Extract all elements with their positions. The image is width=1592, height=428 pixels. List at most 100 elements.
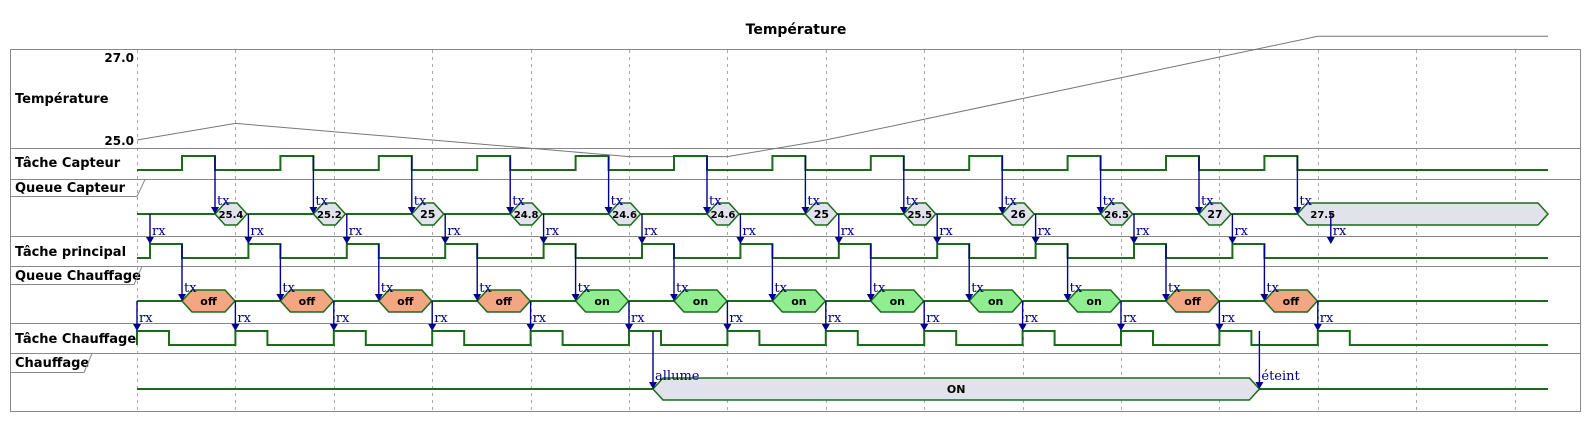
queue-capteur-value-label: 26.5 <box>1104 210 1129 221</box>
arrow-head <box>1293 207 1302 214</box>
arrow-head <box>866 294 875 301</box>
message-label: tx <box>1201 194 1214 209</box>
arrow-head <box>506 207 515 214</box>
message-label: tx <box>807 194 820 209</box>
queue-capteur-value-label: 27.5 <box>1310 210 1335 221</box>
message-label: tx <box>1103 194 1116 209</box>
arrow-head <box>309 207 318 214</box>
queue-capteur-value-label: 25.2 <box>317 210 342 221</box>
queue-chauffage-value-label: on <box>594 295 609 308</box>
arrow-head <box>539 237 548 244</box>
arrow-head <box>899 207 908 214</box>
message-label: tx <box>971 281 984 296</box>
arrow-head <box>933 237 942 244</box>
tache-principal-signal <box>137 243 1548 259</box>
time-gridlines <box>137 50 1516 411</box>
message-label: rx <box>250 224 264 239</box>
message-label: tx <box>578 281 591 296</box>
tache-capteur-signal <box>137 155 1548 171</box>
arrow-head <box>965 294 974 301</box>
queue-capteur-value-label: 25 <box>814 208 829 221</box>
arrow-head <box>1031 237 1040 244</box>
arrow-head <box>834 237 843 244</box>
chauffage-value-label: ON <box>947 383 966 396</box>
arrow-head <box>244 237 253 244</box>
message-label: tx <box>1168 281 1181 296</box>
message-label: rx <box>139 311 153 326</box>
row-label-chauffage: Chauffage <box>15 356 89 371</box>
arrow-head <box>342 237 351 244</box>
row-label-tache-principal: Tâche principal <box>15 245 126 260</box>
message-label: tx <box>1004 194 1017 209</box>
message-label: tx <box>709 194 722 209</box>
message-label: rx <box>742 224 756 239</box>
arrow-head <box>473 294 482 301</box>
message-label: tx <box>381 281 394 296</box>
arrow-head <box>638 237 646 244</box>
row-label-temperature: Température <box>15 92 109 107</box>
queue-chauffage-value-label: on <box>1086 295 1101 308</box>
message-label: tx <box>217 194 230 209</box>
arrow-head <box>1260 294 1269 301</box>
queue-capteur-value-label: 26 <box>1011 208 1027 221</box>
queue-chauffage-value-label: off <box>1184 295 1201 308</box>
arrow-head <box>1326 237 1335 244</box>
message-label: rx <box>152 224 166 239</box>
queue-chauffage-value-label: off <box>495 295 512 308</box>
arrow-head <box>178 294 186 301</box>
arrow-head <box>821 324 830 331</box>
queue-chauffage-value-label: on <box>791 295 806 308</box>
message-label: rx <box>1038 224 1052 239</box>
message-label: rx <box>336 311 350 326</box>
message-label: tx <box>512 194 525 209</box>
message-label: rx <box>1025 311 1039 326</box>
arrow-head <box>407 207 416 214</box>
message-label: rx <box>1221 311 1235 326</box>
message-label: tx <box>906 194 919 209</box>
temperature-curve <box>136 35 1548 158</box>
queue-chauffage-value-label: off <box>1283 295 1300 308</box>
arrow-head <box>329 324 338 331</box>
message-label: rx <box>447 224 461 239</box>
temperature-row: Température 27.0 25.0 <box>15 35 1548 158</box>
arrow-head <box>1096 207 1105 214</box>
arrow-head <box>1130 237 1138 244</box>
arrow-head <box>441 237 450 244</box>
message-label: rx <box>1333 224 1347 239</box>
message-label: rx <box>349 224 363 239</box>
arrow-head <box>1215 324 1224 331</box>
message-label: rx <box>631 311 645 326</box>
arrow-head <box>703 207 711 214</box>
message-label: rx <box>533 311 547 326</box>
message-label: tx <box>676 281 689 296</box>
queue-chauffage-value-label: off <box>299 295 316 308</box>
message-label: tx <box>282 281 295 296</box>
message-label: rx <box>939 224 953 239</box>
message-label: tx <box>1266 281 1279 296</box>
arrow-head <box>670 294 678 301</box>
queue-capteur-value-label: 25 <box>420 208 435 221</box>
row-label-queue-capteur: Queue Capteur <box>15 181 126 196</box>
arrow-head <box>723 324 732 331</box>
message-label: rx <box>1136 224 1150 239</box>
arrow-head <box>133 324 141 331</box>
temperature-max-label: 27.0 <box>104 51 134 65</box>
queue-capteur-value-label: 24.8 <box>514 210 539 221</box>
message-label: tx <box>1070 281 1083 296</box>
diagram-title: Température <box>746 22 847 38</box>
message-arrows: tx rx tx rx tx rx tx rx tx rx tx rx tx rx tx rx tx rx tx rx… <box>133 156 1347 389</box>
queue-capteur-value-label: 24.6 <box>612 210 637 221</box>
queue-chauffage-value-label: on <box>693 295 708 308</box>
arrow-head <box>801 207 810 214</box>
arrow-head <box>768 294 777 301</box>
chauffage-row: Chauffage ON <box>10 353 1548 401</box>
message-label: rx <box>1320 311 1334 326</box>
arrow-head <box>374 294 383 301</box>
queue-chauffage-value-label: on <box>988 295 1003 308</box>
message-label: tx <box>774 281 787 296</box>
queue-chauffage-label-tab <box>10 266 143 285</box>
arrow-head <box>1195 207 1203 214</box>
arrow-head <box>625 324 633 331</box>
arrow-head <box>1162 294 1170 301</box>
